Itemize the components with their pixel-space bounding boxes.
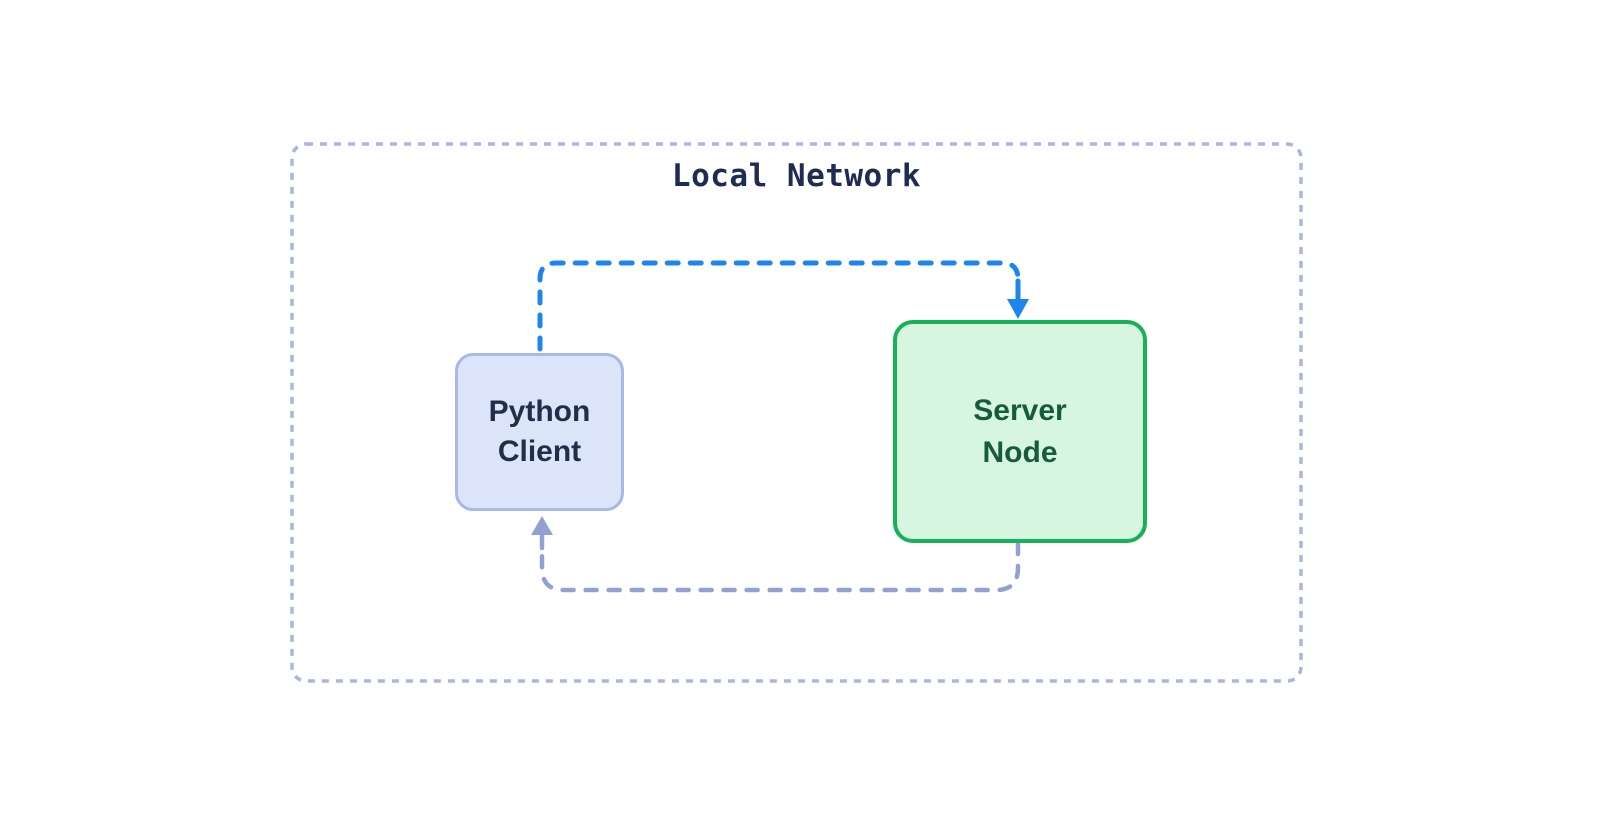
request-arrowhead-down-icon bbox=[1007, 299, 1029, 319]
response-edge bbox=[539, 540, 1021, 593]
local-network-title: Local Network bbox=[671, 158, 922, 194]
node-python-client: Python Client bbox=[455, 353, 624, 511]
response-arrowhead-up-icon bbox=[531, 516, 553, 535]
local-network-boundary bbox=[290, 142, 1303, 683]
node-python-client-label: Python Client bbox=[488, 395, 591, 468]
request-edge bbox=[537, 260, 1021, 352]
node-server-node-label: Server Node bbox=[973, 393, 1067, 469]
node-server-node: Server Node bbox=[893, 320, 1147, 543]
